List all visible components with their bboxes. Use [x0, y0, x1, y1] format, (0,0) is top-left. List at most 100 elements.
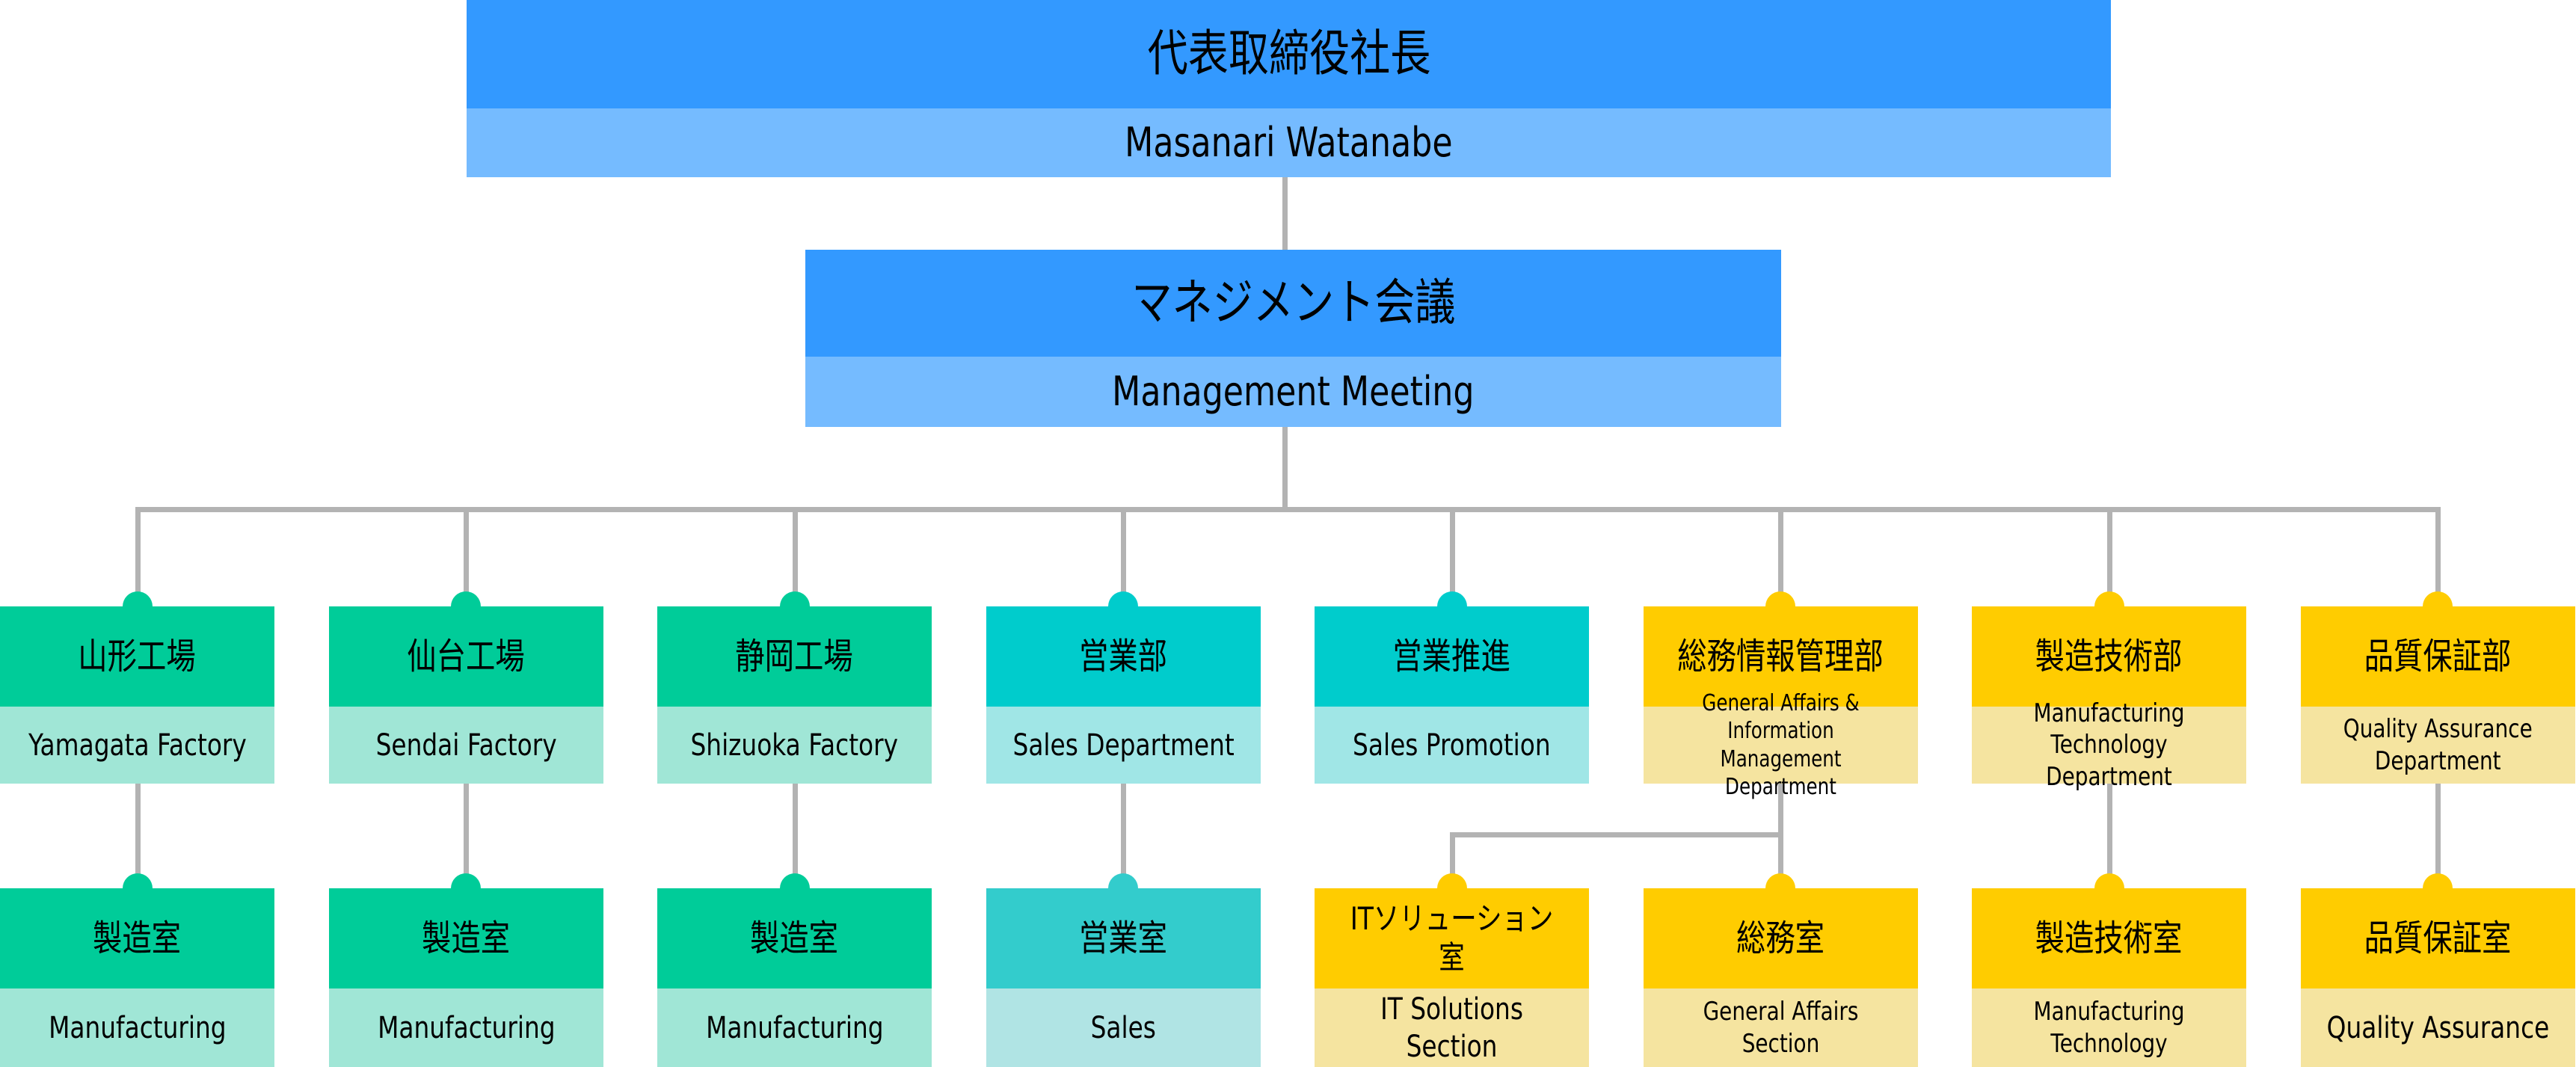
- section-drop-line: [2435, 784, 2441, 888]
- box-subtitle-band: Manufacturing Technology: [1972, 988, 2246, 1067]
- box-title: 営業室: [1079, 917, 1168, 959]
- box-title: 営業推進: [1392, 636, 1511, 677]
- department-drop-line: [793, 507, 798, 606]
- box-subtitle-band: Shizuoka Factory: [657, 707, 932, 784]
- section-drop-line: [2107, 784, 2112, 888]
- management-meeting-box[interactable]: マネジメント会議 Management Meeting: [805, 250, 1781, 427]
- box-subtitle: Sendai Factory: [375, 728, 557, 763]
- box-title: 製造室: [422, 917, 511, 959]
- box-subtitle-band: Manufacturing: [329, 988, 603, 1067]
- box-subtitle-band: General Affairs Section: [1644, 988, 1918, 1067]
- department-bus-line: [135, 507, 2441, 512]
- box-title: 静岡工場: [735, 636, 854, 677]
- box-subtitle: Manufacturing: [377, 1010, 556, 1045]
- section-drop-line: [464, 784, 469, 888]
- box-title-band: 静岡工場: [657, 606, 932, 707]
- box-subtitle-band: Manufacturing: [657, 988, 932, 1067]
- department-drop-line: [464, 507, 469, 606]
- department-box[interactable]: 製造技術部 Manufacturing Technology Department: [1972, 606, 2246, 792]
- department-box[interactable]: 営業部 Sales Department: [986, 606, 1261, 784]
- box-subtitle-band: General Affairs & Information Management…: [1644, 690, 1918, 800]
- box-subtitle: Sales: [1090, 1010, 1157, 1045]
- box-subtitle-band: Yamagata Factory: [0, 707, 274, 784]
- box-subtitle: Manufacturing Technology: [2033, 997, 2185, 1059]
- box-subtitle: Sales Department: [1012, 728, 1235, 763]
- department-box[interactable]: 山形工場 Yamagata Factory: [0, 606, 274, 784]
- box-title-band: 製造室: [329, 888, 603, 988]
- department-drop-line: [1450, 507, 1455, 606]
- department-box[interactable]: 仙台工場 Sendai Factory: [329, 606, 603, 784]
- department-drop-line: [2107, 507, 2112, 606]
- section-box[interactable]: 総務室 General Affairs Section: [1644, 888, 1918, 1067]
- box-subtitle-band: Quality Assurance Department: [2301, 707, 2575, 784]
- department-drop-line: [1121, 507, 1126, 606]
- section-box[interactable]: 品質保証室 Quality Assurance: [2301, 888, 2575, 1067]
- president-to-management-line: [1282, 177, 1288, 250]
- box-title: 製造室: [750, 917, 839, 959]
- box-title: 営業部: [1079, 636, 1168, 677]
- box-subtitle: Manufacturing: [48, 1010, 227, 1045]
- box-subtitle: Quality Assurance: [2326, 1010, 2550, 1045]
- box-subtitle-band: Sales: [986, 988, 1261, 1067]
- it-section-drop-line: [1450, 832, 1455, 888]
- section-drop-line: [135, 784, 141, 888]
- box-subtitle: General Affairs & Information Management…: [1702, 689, 1860, 801]
- box-title-band: 製造室: [657, 888, 932, 988]
- box-title-band: 製造技術部: [1972, 606, 2246, 707]
- section-box[interactable]: 製造技術室 Manufacturing Technology: [1972, 888, 2246, 1067]
- box-title-band: マネジメント会議: [805, 250, 1781, 357]
- box-title-band: 営業推進: [1315, 606, 1589, 707]
- box-subtitle-band: Management Meeting: [805, 357, 1781, 427]
- box-subtitle-band: Sales Promotion: [1315, 707, 1589, 784]
- department-box[interactable]: 品質保証部 Quality Assurance Department: [2301, 606, 2575, 784]
- box-subtitle-band: IT Solutions Section: [1315, 988, 1589, 1067]
- box-title-band: 代表取締役社長: [467, 0, 2111, 108]
- box-title-band: 山形工場: [0, 606, 274, 707]
- box-subtitle: Shizuoka Factory: [690, 728, 899, 763]
- department-drop-line: [1778, 507, 1783, 606]
- box-subtitle: Management Meeting: [1112, 368, 1475, 416]
- section-box[interactable]: 製造室 Manufacturing: [0, 888, 274, 1067]
- box-title-band: 品質保証室: [2301, 888, 2575, 988]
- it-section-branch-line: [1450, 832, 1783, 837]
- section-drop-line: [793, 784, 798, 888]
- box-subtitle: IT Solutions Section: [1380, 991, 1523, 1064]
- box-title-band: 品質保証部: [2301, 606, 2575, 707]
- box-subtitle: Quality Assurance Department: [2343, 714, 2533, 776]
- box-subtitle-band: Masanari Watanabe: [467, 108, 2111, 177]
- box-subtitle: Manufacturing Technology Department: [2033, 698, 2185, 792]
- box-title: 仙台工場: [407, 636, 526, 677]
- section-drop-line: [1121, 784, 1126, 888]
- department-box[interactable]: 営業推進 Sales Promotion: [1315, 606, 1589, 784]
- box-subtitle: Manufacturing: [705, 1010, 884, 1045]
- department-drop-line: [135, 507, 141, 606]
- box-subtitle-band: Manufacturing: [0, 988, 274, 1067]
- box-title: マネジメント会議: [1131, 274, 1455, 332]
- box-title-band: 総務情報管理部: [1644, 606, 1918, 707]
- box-title-band: 総務室: [1644, 888, 1918, 988]
- box-title: 山形工場: [78, 636, 197, 677]
- department-box[interactable]: 静岡工場 Shizuoka Factory: [657, 606, 932, 784]
- box-subtitle: Yamagata Factory: [28, 728, 247, 763]
- box-title: 代表取締役社長: [1147, 25, 1430, 83]
- box-title-band: 仙台工場: [329, 606, 603, 707]
- box-title-band: 営業部: [986, 606, 1261, 707]
- section-box[interactable]: 営業室 Sales: [986, 888, 1261, 1067]
- section-box[interactable]: ITソリューション室 IT Solutions Section: [1315, 888, 1589, 1067]
- box-title: 総務室: [1736, 917, 1825, 959]
- section-box[interactable]: 製造室 Manufacturing: [657, 888, 932, 1067]
- president-box[interactable]: 代表取締役社長 Masanari Watanabe: [467, 0, 2111, 177]
- box-title: ITソリューション室: [1350, 900, 1554, 977]
- box-subtitle-band: Quality Assurance: [2301, 988, 2575, 1067]
- box-subtitle: Sales Promotion: [1353, 728, 1551, 763]
- box-title: 製造技術部: [2035, 636, 2183, 677]
- box-title-band: 製造室: [0, 888, 274, 988]
- box-title: 製造室: [93, 917, 182, 959]
- box-title-band: 営業室: [986, 888, 1261, 988]
- box-title: 品質保証部: [2364, 636, 2512, 677]
- section-box[interactable]: 製造室 Manufacturing: [329, 888, 603, 1067]
- box-title-band: 製造技術室: [1972, 888, 2246, 988]
- management-trunk-line: [1282, 427, 1288, 509]
